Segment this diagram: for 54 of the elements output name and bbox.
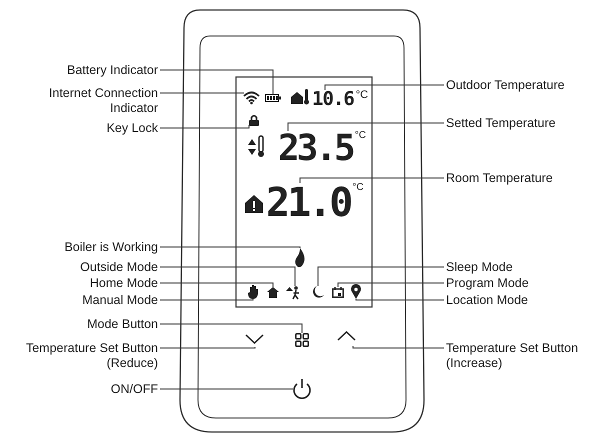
- callout-label: Sleep Mode: [446, 260, 586, 275]
- unit-label: °C: [352, 183, 364, 193]
- temperature-value: 10.6: [312, 90, 354, 109]
- leader-line: [160, 92, 244, 94]
- chevron-icon: [337, 330, 356, 341]
- callout-label: Key Lock: [50, 121, 158, 136]
- callout-label: Setted Temperature: [446, 116, 586, 131]
- unit-label: °C: [354, 131, 366, 141]
- padlock-icon: [249, 115, 259, 126]
- leader-line: [160, 388, 294, 390]
- callout-label: Manual Mode: [30, 293, 158, 308]
- power-icon: [293, 379, 311, 399]
- leader-line: [352, 346, 444, 348]
- battery-icon: [265, 94, 281, 102]
- grid-icon: [295, 333, 310, 348]
- leader-line: [160, 282, 274, 288]
- callout-label: Battery Indicator: [30, 63, 158, 78]
- callout-label: Outside Mode: [30, 260, 158, 275]
- location-pin-icon: [351, 284, 361, 299]
- leader-line: [160, 324, 302, 334]
- callout-label: Outdoor Temperature: [446, 78, 586, 93]
- callout-label: Program Mode: [446, 276, 586, 291]
- leader-line: [160, 346, 256, 348]
- callout-label: Mode Button: [30, 317, 158, 332]
- leader-line: [300, 178, 444, 184]
- unit-label: °C: [356, 90, 368, 101]
- home-icon: [267, 287, 279, 298]
- leader-line: [356, 298, 444, 300]
- walking-person-icon: [286, 286, 300, 300]
- leader-line: [160, 70, 274, 94]
- wifi-icon: [243, 92, 260, 104]
- callout-label: Room Temperature: [446, 171, 586, 186]
- callout-label: ON/OFF: [30, 382, 158, 397]
- leader-line: [160, 298, 254, 300]
- callout-label: Temperature Set Button (Reduce): [4, 341, 158, 371]
- callout-label: Internet Connection Indicator: [46, 86, 158, 116]
- callout-label: Location Mode: [446, 293, 586, 308]
- leader-line: [160, 246, 300, 248]
- temperature-value: 23.5: [278, 131, 353, 167]
- callout-label: Home Mode: [30, 276, 158, 291]
- chevron-icon: [245, 334, 264, 344]
- leader-line: [318, 266, 444, 286]
- calendar-icon: [332, 286, 344, 298]
- moon-icon: [313, 286, 324, 298]
- flame-icon: [295, 248, 304, 268]
- callout-label: Boiler is Working: [30, 240, 158, 255]
- leader-line: [338, 282, 444, 288]
- leader-line: [324, 84, 444, 90]
- hand-icon: [248, 285, 258, 299]
- callout-label: Temperature Set Button (Increase): [446, 341, 596, 371]
- temperature-value: 21.0: [266, 183, 350, 223]
- leader-line: [160, 266, 296, 286]
- leader-line: [160, 124, 250, 128]
- leader-line: [288, 122, 444, 132]
